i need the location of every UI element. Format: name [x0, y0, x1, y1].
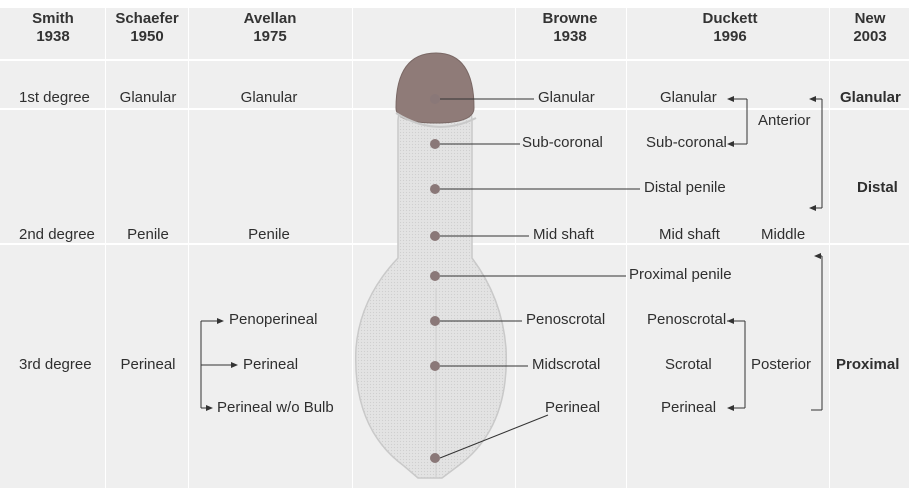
location-dot-scrotal	[430, 361, 440, 371]
location-dot-midshaft	[430, 231, 440, 241]
penis-illustration	[0, 8, 909, 488]
browne-penoscrotal: Penoscrotal	[526, 311, 605, 328]
duckett-midshaft: Mid shaft	[659, 226, 720, 243]
browne-subcoronal: Sub-coronal	[522, 134, 603, 151]
avellan-penoperineal: Penoperineal	[229, 311, 317, 328]
smith-third-degree: 3rd degree	[19, 356, 92, 373]
location-dot-perineal	[430, 453, 440, 463]
avellan-perineal-wo-bulb: Perineal w/o Bulb	[217, 399, 334, 416]
browne-perineal: Perineal	[545, 399, 600, 416]
glans-shape	[396, 53, 474, 123]
duckett-posterior: Posterior	[751, 356, 811, 373]
duckett-scrotal: Scrotal	[665, 356, 712, 373]
smith-second-degree: 2nd degree	[19, 226, 95, 243]
duckett-distal-penile: Distal penile	[644, 179, 726, 196]
avellan-perineal: Perineal	[243, 356, 298, 373]
location-dot-distal	[430, 184, 440, 194]
duckett-anterior: Anterior	[758, 112, 811, 129]
location-dot-penoscrotal	[430, 316, 440, 326]
duckett-middle: Middle	[761, 226, 805, 243]
schaefer-penile: Penile	[127, 226, 169, 243]
avellan-penile: Penile	[248, 226, 290, 243]
duckett-posterior-bracket	[727, 321, 745, 408]
schaefer-perineal: Perineal	[120, 356, 175, 373]
avellan-bracket	[201, 321, 232, 408]
browne-glanular: Glanular	[538, 89, 595, 106]
new-distal: Distal	[857, 179, 898, 196]
new-glanular: Glanular	[840, 89, 901, 106]
duckett-glanular: Glanular	[660, 89, 717, 106]
duckett-penoscrotal: Penoscrotal	[647, 311, 726, 328]
browne-midshaft: Mid shaft	[533, 226, 594, 243]
location-dot-proximal	[430, 271, 440, 281]
smith-first-degree: 1st degree	[19, 89, 90, 106]
duckett-anterior-bracket	[729, 99, 747, 144]
schaefer-glanular: Glanular	[120, 89, 177, 106]
new-proximal: Proximal	[836, 356, 899, 373]
duckett-perineal: Perineal	[661, 399, 716, 416]
browne-midscrotal: Midscrotal	[532, 356, 600, 373]
duckett-subcoronal: Sub-coronal	[646, 134, 727, 151]
location-dot-subcoronal	[430, 139, 440, 149]
location-dot-glanular	[430, 94, 440, 104]
avellan-glanular: Glanular	[241, 89, 298, 106]
duckett-proximal-penile: Proximal penile	[629, 266, 732, 283]
